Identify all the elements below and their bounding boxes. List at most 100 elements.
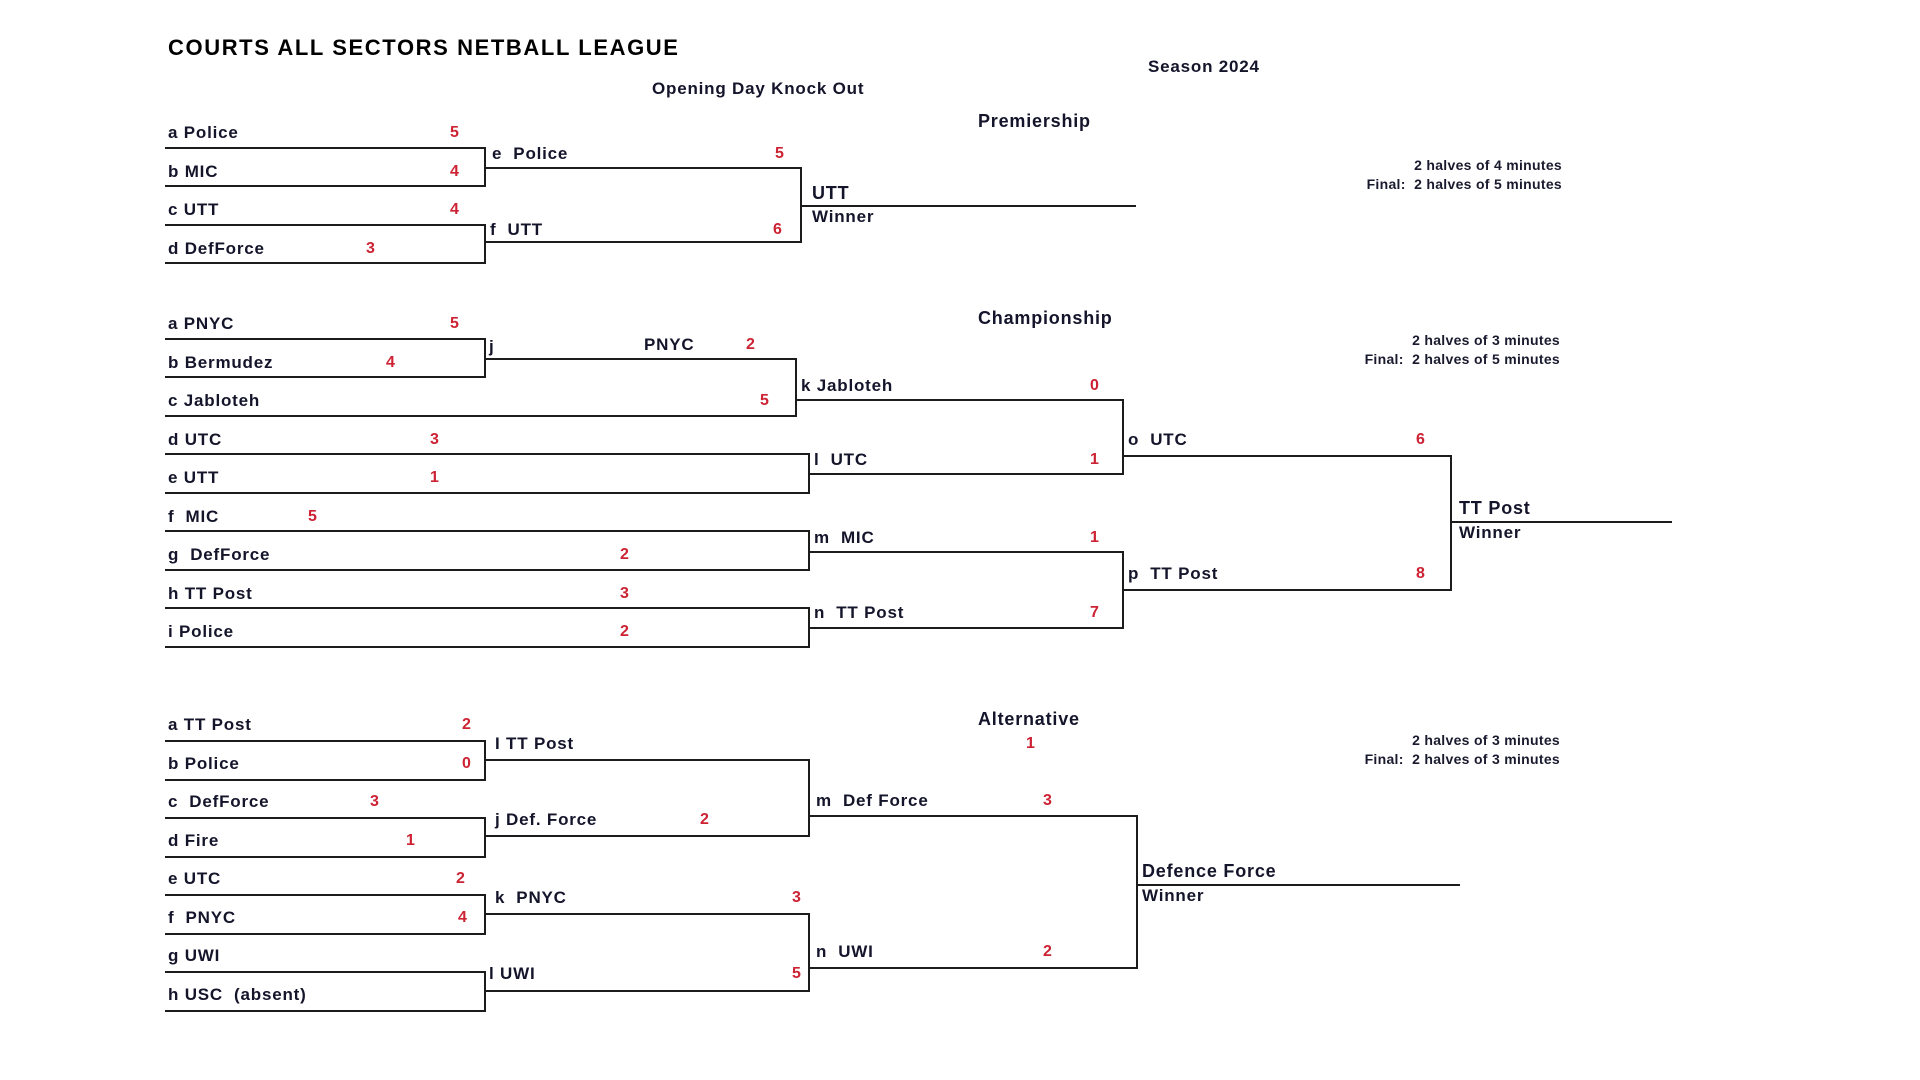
team-score: 1 [406,832,416,849]
bracket-line-h [165,185,484,187]
team-score: 2 [620,623,630,640]
winner-name: Defence Force [1142,861,1277,881]
bracket-line-v [1450,455,1452,591]
bracket-line-h [165,1010,484,1012]
team-score: 2 [620,546,630,563]
team-label: g DefForce [168,545,271,564]
team-label: a TT Post [168,715,252,734]
bracket-line-h [808,627,1122,629]
bracket-line-h [808,815,1136,817]
team-score: 5 [450,124,460,141]
bracket-line-h [165,607,808,609]
bracket-line-h [165,740,484,742]
match-label: j Def. Force [495,810,598,829]
match-score: 7 [1090,604,1100,621]
season-label: Season 2024 [1148,57,1260,76]
bracket-line-h [165,338,484,340]
team-label: b MIC [168,162,219,181]
match-score: 2 [746,336,756,353]
team-score: 4 [450,201,460,218]
winner-name: TT Post [1459,498,1531,518]
bracket-line-h [484,167,800,169]
bracket-line-h [484,358,795,360]
team-label: e UTT [168,468,220,487]
match-score: 6 [773,221,783,238]
bracket-line-h [165,856,484,858]
match-label: o UTC [1128,430,1188,449]
bracket-line-h [808,967,1136,969]
match-label: e Police [492,144,569,163]
bracket-line-v [484,224,486,264]
team-label: a PNYC [168,314,235,333]
team-score: 3 [370,793,380,810]
team-score: 1 [430,469,440,486]
team-label: g UWI [168,946,221,965]
team-score: 4 [450,163,460,180]
bracket-line-h [165,894,484,896]
bracket-line-h [484,241,800,243]
team-label: c DefForce [168,792,270,811]
bracket-line-v [484,817,486,858]
match-times-regular: 2 halves of 3 minutes [1412,332,1560,348]
match-label: I TT Post [495,734,574,753]
team-label: a Police [168,123,239,142]
match-times-regular: 2 halves of 3 minutes [1412,732,1560,748]
match-label: m MIC [814,528,875,547]
bracket-line-v [808,530,810,571]
winner-name: UTT [812,183,850,203]
team-label: d DefForce [168,239,265,258]
match-label: p TT Post [1128,564,1219,583]
team-label: e UTC [168,869,222,888]
team-score: 3 [366,240,376,257]
bracket-line-h [165,933,484,935]
team-label: f PNYC [168,908,236,927]
match-score: 1 [1090,451,1100,468]
team-score: 5 [760,392,770,409]
bracket-line-v [808,759,810,837]
bracket-line-v [808,913,810,992]
team-score: 5 [308,508,318,525]
match-times-final: Final: 2 halves of 5 minutes [1366,176,1562,192]
match-score: 3 [792,889,802,906]
bracket-line-h [165,453,808,455]
bracket-line-v [1136,815,1138,969]
winner-caption: Winner [1459,523,1522,542]
match-label: f UTT [490,220,543,239]
section-title-alternative: Alternative [978,709,1080,729]
match-score: 2 [700,811,710,828]
bracket-line-h [165,817,484,819]
match-label: j [489,337,495,356]
match-score: 5 [792,965,802,982]
bracket-line-h [165,262,484,264]
team-score: 3 [620,585,630,602]
match-label: k Jabloteh [801,376,894,395]
bracket-line-h [165,646,808,648]
bracket-line-h [795,399,1122,401]
bracket-line-h [165,147,484,149]
page-subtitle: Opening Day Knock Out [652,79,865,98]
winner-line [1136,884,1460,886]
match-score: 5 [775,145,785,162]
team-score: 2 [456,870,466,887]
team-label: i Police [168,622,234,641]
winner-line [1450,521,1672,523]
team-score: 4 [386,354,396,371]
match-score: 8 [1416,565,1426,582]
team-label: b Bermudez [168,353,274,372]
team-label: d UTC [168,430,223,449]
bracket-line-h [808,551,1122,553]
winner-line [800,205,1136,207]
bracket-line-h [165,376,484,378]
team-score: 3 [430,431,440,448]
winner-caption: Winner [1142,886,1205,905]
team-label: f MIC [168,507,220,526]
team-label: c Jabloteh [168,391,261,410]
match-winner: PNYC [644,335,695,354]
match-times-regular: 2 halves of 4 minutes [1414,157,1562,173]
bracket-line-v [1122,399,1124,475]
bracket-line-h [165,530,808,532]
match-score: 3 [1043,792,1053,809]
bracket-line-h [1122,589,1450,591]
bracket-line-h [484,990,808,992]
